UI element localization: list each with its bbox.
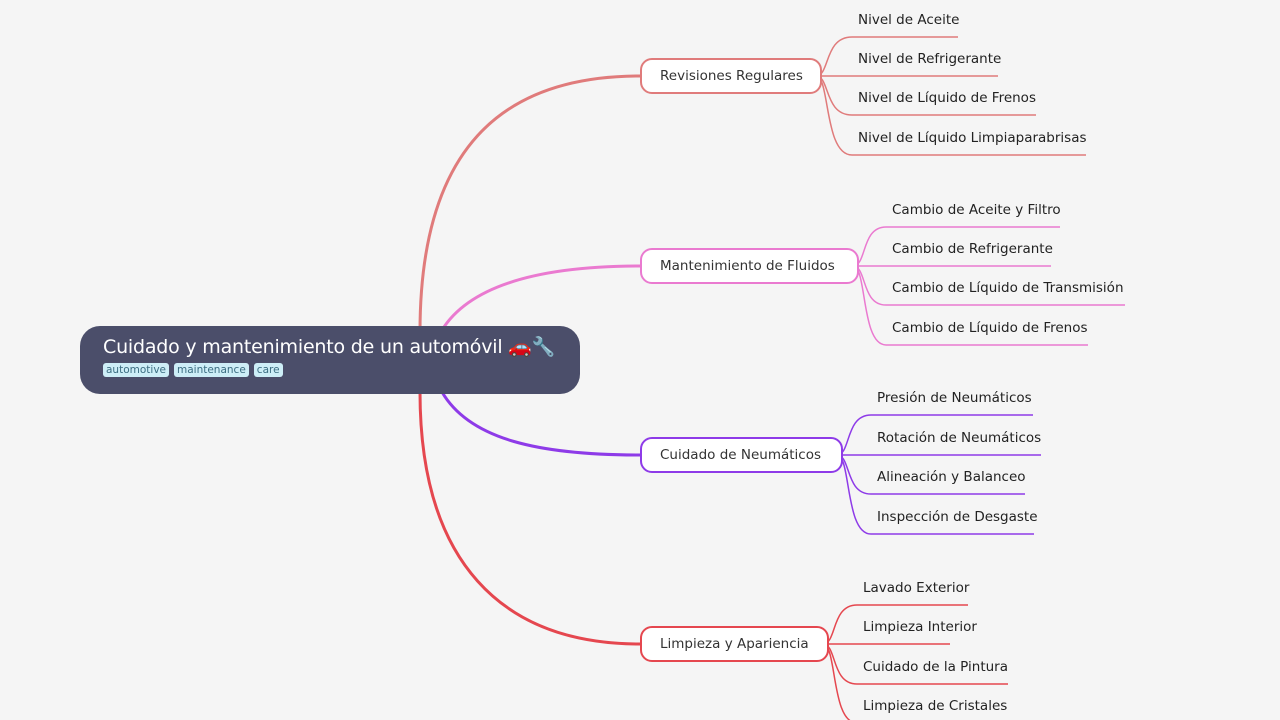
branch-label: Revisiones Regulares	[660, 68, 803, 84]
subtopic[interactable]: Cambio de Líquido de Frenos	[892, 320, 1088, 336]
subtopic[interactable]: Cambio de Aceite y Filtro	[892, 202, 1061, 218]
tag[interactable]: automotive	[103, 363, 169, 377]
root-topic[interactable]: Cuidado y mantenimiento de un automóvil …	[80, 326, 580, 394]
subtopic[interactable]: Rotación de Neumáticos	[877, 430, 1042, 446]
subtopic[interactable]: Cambio de Refrigerante	[892, 241, 1053, 257]
branch-label: Cuidado de Neumáticos	[660, 447, 822, 463]
subtopic[interactable]: Presión de Neumáticos	[877, 390, 1032, 406]
branch-label: Limpieza y Apariencia	[660, 636, 809, 652]
subtopic[interactable]: Nivel de Refrigerante	[858, 51, 1002, 67]
subtopic[interactable]: Alineación y Balanceo	[877, 469, 1026, 485]
root-title: Cuidado y mantenimiento de un automóvil …	[103, 336, 556, 358]
subtopic[interactable]: Limpieza de Cristales	[863, 698, 1008, 714]
subtopic[interactable]: Limpieza Interior	[863, 619, 977, 635]
branch-connector	[418, 391, 641, 646]
branch-connector	[418, 74, 641, 333]
branch-topic[interactable]: Limpieza y Apariencia	[640, 626, 829, 662]
branch-label: Mantenimiento de Fluidos	[660, 258, 835, 274]
tag-list: automotive maintenance care	[103, 363, 580, 377]
subtopic[interactable]: Cuidado de la Pintura	[863, 659, 1008, 675]
branch-topic[interactable]: Revisiones Regulares	[640, 58, 822, 94]
subtopic[interactable]: Inspección de Desgaste	[877, 509, 1038, 525]
tag[interactable]: maintenance	[174, 363, 249, 377]
subtopic[interactable]: Lavado Exterior	[863, 580, 970, 596]
branch-topic[interactable]: Cuidado de Neumáticos	[640, 437, 843, 473]
subtopic[interactable]: Nivel de Líquido de Frenos	[858, 90, 1036, 106]
tag[interactable]: care	[253, 363, 283, 377]
branch-topic[interactable]: Mantenimiento de Fluidos	[640, 248, 859, 284]
subtopic[interactable]: Cambio de Líquido de Transmisión	[892, 280, 1124, 296]
branch-connector	[440, 391, 641, 457]
subtopic[interactable]: Nivel de Líquido Limpiaparabrisas	[858, 130, 1087, 146]
subtopic[interactable]: Nivel de Aceite	[858, 12, 960, 28]
branch-connector	[440, 264, 641, 331]
